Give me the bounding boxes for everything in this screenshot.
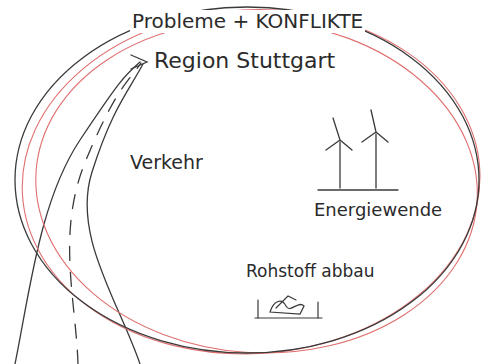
turbine-blades: [326, 118, 352, 150]
ground-line: [318, 189, 398, 190]
mining-sketch: [255, 296, 322, 318]
red-ellipse: [25, 6, 482, 356]
ground-line: [255, 317, 322, 318]
mining-mark: [257, 300, 258, 318]
topic-label: Verkehr: [128, 152, 205, 174]
turbine-tower: [339, 142, 340, 188]
sketch-heading: Probleme + KONFLIKTE: [130, 10, 365, 33]
excavator-shape: [270, 301, 304, 314]
topic-label: Energiewende: [312, 200, 444, 221]
excavator-arm: [276, 296, 296, 308]
road-edge: [87, 64, 143, 364]
region-name: Region Stuttgart: [152, 48, 337, 73]
topic-label: Rohstoff abbau: [244, 262, 376, 282]
red-ellipse: [13, 4, 482, 356]
turbine-tower: [375, 134, 376, 188]
turbine-blades: [362, 110, 388, 142]
wind-turbines: [318, 110, 398, 190]
mining-mark: [317, 302, 318, 318]
arrow-head: [131, 55, 147, 69]
black-ellipse: [15, 7, 479, 353]
region-ellipse: Probleme + KONFLIKTE Region Stuttgart: [12, 4, 482, 356]
